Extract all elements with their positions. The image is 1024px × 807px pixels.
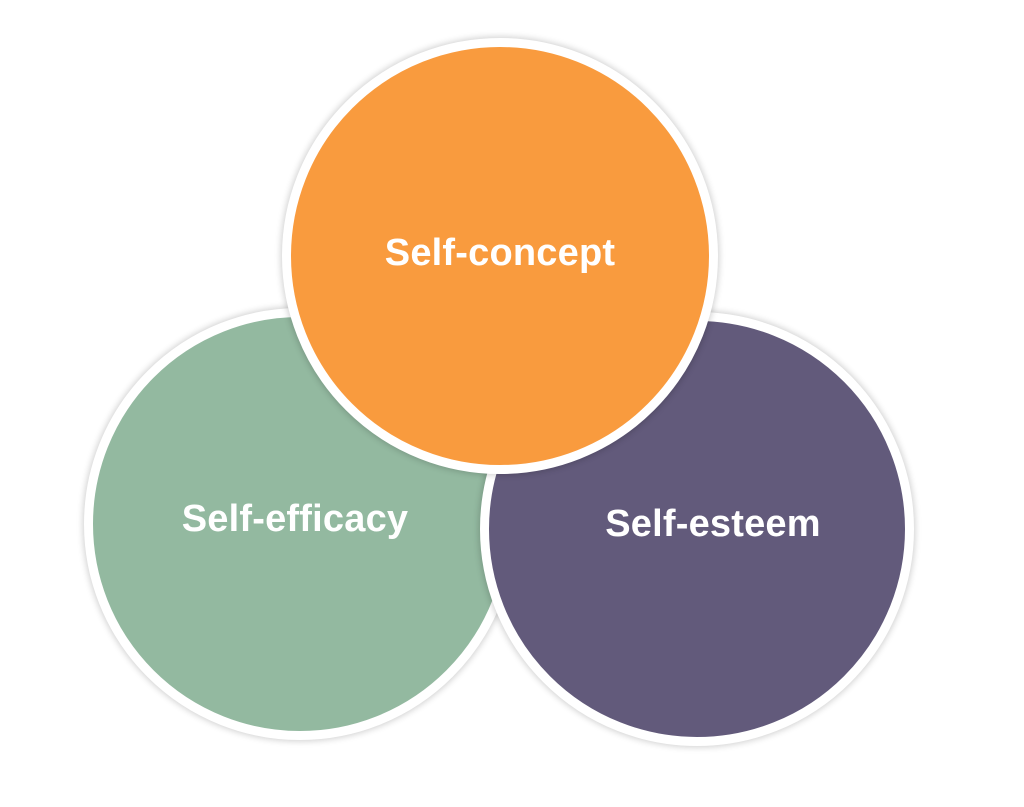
self-esteem-circle: Self-esteem [480, 312, 914, 746]
self-concept-label: Self-concept [384, 231, 616, 274]
self-efficacy-label: Self-efficacy [181, 497, 409, 540]
self-esteem-label: Self-esteem [605, 502, 821, 545]
self-concept-circle: Self-concept [282, 38, 718, 474]
